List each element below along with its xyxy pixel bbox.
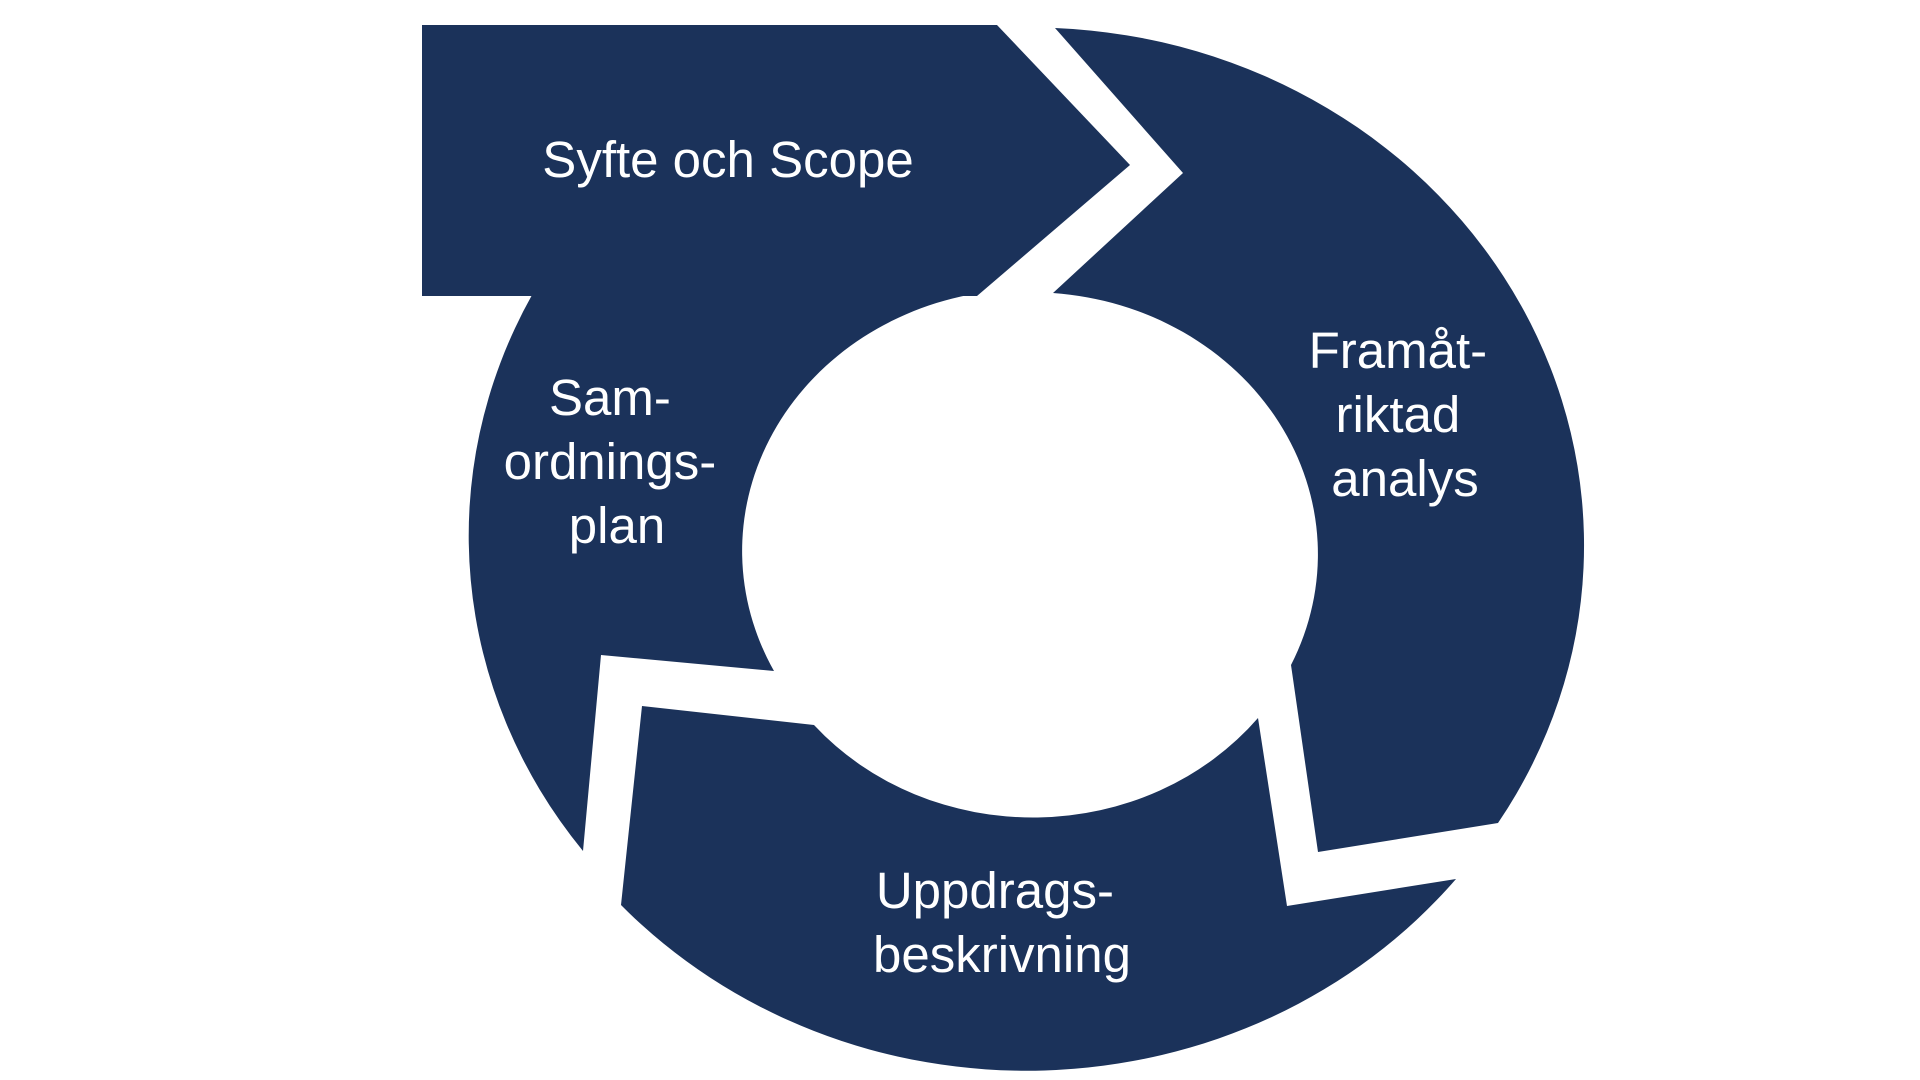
- segment-uppdragsbeskrivning: [621, 706, 1456, 1071]
- label-framat-riktad-analys: Framåt- riktad analys: [1309, 322, 1502, 507]
- arrow-syfte-och-scope: [422, 25, 1130, 296]
- label-syfte-och-scope: Syfte och Scope: [542, 131, 913, 188]
- label-samordningsplan: Sam- ordnings- plan: [504, 369, 731, 554]
- segment-framat-riktad-analys: [1053, 28, 1585, 852]
- segment-samordningsplan: [468, 295, 968, 851]
- label-uppdragsbeskrivning: Uppdrags- beskrivning: [873, 862, 1131, 983]
